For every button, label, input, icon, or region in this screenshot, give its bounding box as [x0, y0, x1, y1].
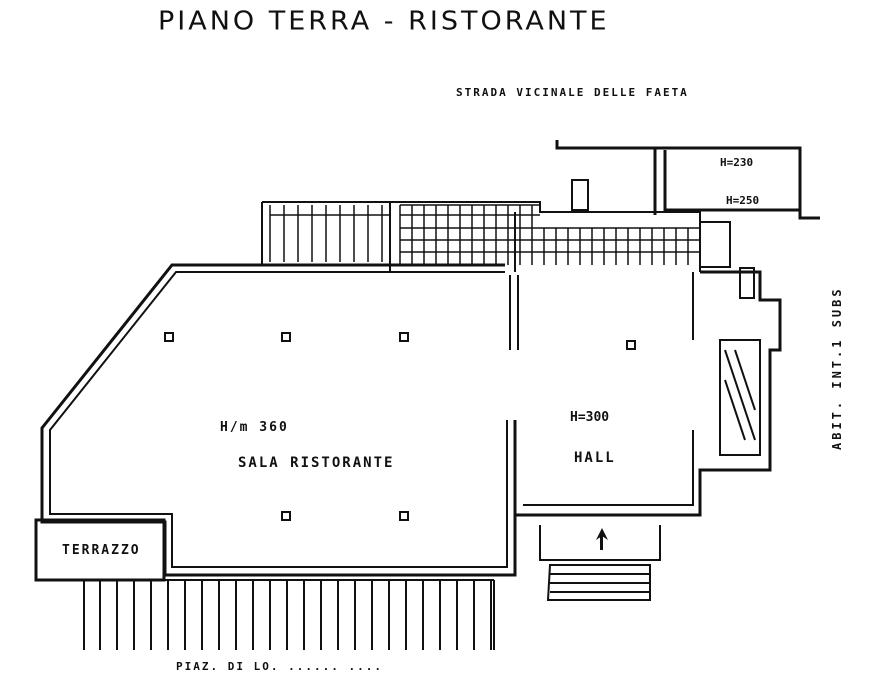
street-label: STRADA VICINALE DELLE FAETA: [456, 86, 689, 99]
room-height-label: H/m 360: [220, 420, 289, 435]
entrance: [539, 525, 661, 561]
hall-height-label: H=300: [570, 410, 610, 425]
column: [399, 332, 409, 342]
column: [626, 340, 636, 350]
column: [399, 511, 409, 521]
parking-stripes: [83, 579, 495, 650]
height-label-250: H=250: [726, 194, 760, 207]
dining-inner-wall: [49, 271, 508, 568]
column: [164, 332, 174, 342]
column: [281, 332, 291, 342]
dining-outer-wall: [40, 263, 517, 577]
side-note-label: ABIT. INT.1 SUBS: [830, 286, 844, 450]
height-label-230: H=230: [720, 156, 754, 169]
hall-east-wall: [515, 270, 782, 517]
stairs-north: [571, 179, 755, 299]
partition: [509, 275, 519, 350]
dining-room-label: SALA RISTORANTE: [238, 455, 395, 471]
terrace-label: TERRAZZO: [62, 543, 141, 558]
service-rooms: [555, 140, 820, 220]
hall-inner-wall: [523, 272, 694, 506]
north-corridor: [261, 201, 701, 272]
entrance-steps: [546, 564, 651, 601]
entrance-arrow: [596, 528, 608, 550]
hatching: [269, 204, 700, 265]
plan-title: PIANO TERRA - RISTORANTE: [158, 6, 610, 37]
column: [281, 511, 291, 521]
hall-label: HALL: [574, 450, 616, 466]
stairs-east: [719, 339, 761, 456]
bottom-note-label: PIAZ. DI LO. ...... ....: [176, 660, 383, 673]
